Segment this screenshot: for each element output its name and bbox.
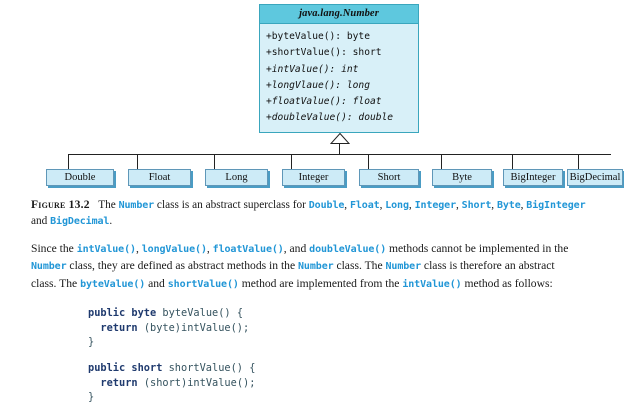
uml-method: +intValue(): int [266,63,359,75]
code-method-name: shortValue() { [168,362,256,374]
connector-drop [137,154,138,169]
caption-sep: , [491,199,497,211]
code-block-shortvalue: public short shortValue() { return (shor… [88,361,255,405]
caption-code-float: Float [349,200,380,211]
subclass-box-biginteger: BigInteger [503,169,563,186]
para-code-longvalue: longValue() [141,244,207,255]
para-code-number: Number [31,261,67,273]
subclass-box-byte: Byte [432,169,492,186]
caption-code-biginteger: BigInteger [526,200,586,211]
subclass-box-short: Short [359,169,419,186]
code-brace: } [88,336,95,349]
caption-text: class is an abstract superclass for [154,199,309,211]
connector-drop [512,154,513,169]
caption-sep: , [520,199,527,211]
code-keyword: byte [131,307,157,319]
connector-drop [214,154,215,169]
uml-method-compartment: +byteValue(): byte +shortValue(): short … [260,24,418,132]
code-block-bytevalue: public byte byteValue() { return (byte)i… [88,306,249,350]
para-text: , and [283,242,310,255]
subclass-box-bigdecimal: BigDecimal [567,169,623,186]
caption-text: . [109,214,113,227]
code-keyword: public [88,362,126,374]
para-text: and [145,276,168,290]
code-cast: (short) [143,376,188,389]
caption-text: and [31,214,51,227]
para-text: method are implemented from the [238,276,403,290]
para-code-intvalue: intValue() [76,244,136,255]
caption-sep: , [379,199,386,211]
para-code-number: Number [298,261,334,273]
caption-code-bigdecimal: BigDecimal [50,215,110,227]
code-method-name: byteValue() { [162,307,244,319]
connector-drop [368,154,369,169]
para-text: Since the [31,242,77,255]
uml-method: +floatValue(): float [266,96,382,108]
code-keyword: return [100,321,138,334]
uml-method: +byteValue(): byte [266,31,370,42]
para-text: class. The [333,259,386,273]
uml-class-box-number: java.lang.Number +byteValue(): byte +sho… [259,4,419,133]
para-text: class, they are defined as abstract meth… [66,259,299,273]
para-text: , [206,242,213,255]
uml-method: +shortValue(): short [266,47,382,59]
caption-text: The [98,199,119,211]
para-text: methods cannot be implemented in the [386,242,569,255]
code-call: intValue(); [187,376,256,389]
subclass-box-float: Float [128,169,191,186]
para-code-doublevalue: doubleValue() [309,244,387,255]
subclass-box-integer: Integer [282,169,345,186]
connector-stem [339,143,340,154]
para-text: , [135,242,142,255]
generalization-triangle-icon [330,133,350,144]
uml-method: +doubleValue(): double [266,112,394,124]
connector-drop [291,154,292,169]
caption-sep: , [456,199,462,211]
para-code-intvalue: intValue() [402,278,462,290]
code-keyword: return [100,376,138,389]
caption-code-number: Number [118,200,155,211]
subclass-box-long: Long [205,169,268,186]
connector-drop [68,154,69,169]
uml-class-title: java.lang.Number [260,5,418,24]
caption-code-double: Double [308,200,345,211]
connector-drop [578,154,579,169]
connector-bus-line [68,154,611,155]
para-text: method as follows: [461,276,553,290]
caption-code-integer: Integer [414,200,457,211]
connector-drop [441,154,442,169]
para-code-floatvalue: floatValue() [212,244,284,255]
caption-code-long: Long [385,200,409,211]
caption-code-short: Short [461,200,492,211]
uml-method: +longVlaue(): long [266,79,370,91]
body-paragraph: Since the intValue(), longValue(), float… [31,241,571,293]
para-code-shortvalue: shortValue() [167,278,239,290]
code-keyword: public [88,307,126,319]
code-call: intValue(); [181,321,250,334]
code-keyword: short [131,362,163,374]
caption-sep: , [344,199,350,211]
caption-code-byte: Byte [496,200,521,211]
caption-sep: , [408,199,415,211]
code-brace: } [88,391,95,404]
para-code-bytevalue: byteValue() [80,278,146,290]
para-code-number: Number [385,261,422,273]
figure-caption: Figure 13.2 The Number class is an abstr… [31,197,597,229]
subclass-box-double: Double [46,169,114,186]
figure-label: Figure 13.2 [31,198,90,211]
para-text: class is therefore an abstract class. Th… [31,259,555,290]
code-cast: (byte) [143,321,182,334]
